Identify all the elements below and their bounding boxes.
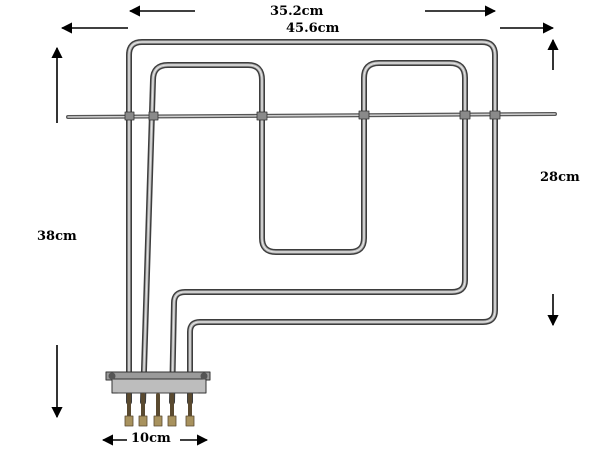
- terminal-width-label: 10cm: [131, 431, 171, 446]
- support-bar: [66, 112, 557, 119]
- outer-height-label: 38cm: [37, 229, 77, 244]
- outer-width-label: 45.6cm: [286, 21, 340, 36]
- inner-height-label: 28cm: [540, 170, 580, 185]
- inner-width-label: 35.2cm: [270, 4, 324, 19]
- inner-w-loop: [140, 60, 468, 405]
- mounting-bracket: [105, 371, 211, 394]
- support-clips: [124, 110, 501, 121]
- dimension-arrows: [51, 5, 559, 446]
- terminal-pins: [127, 393, 192, 420]
- outer-loop: [126, 39, 498, 405]
- terminal-tabs: [124, 415, 195, 427]
- heating-element: [66, 39, 557, 427]
